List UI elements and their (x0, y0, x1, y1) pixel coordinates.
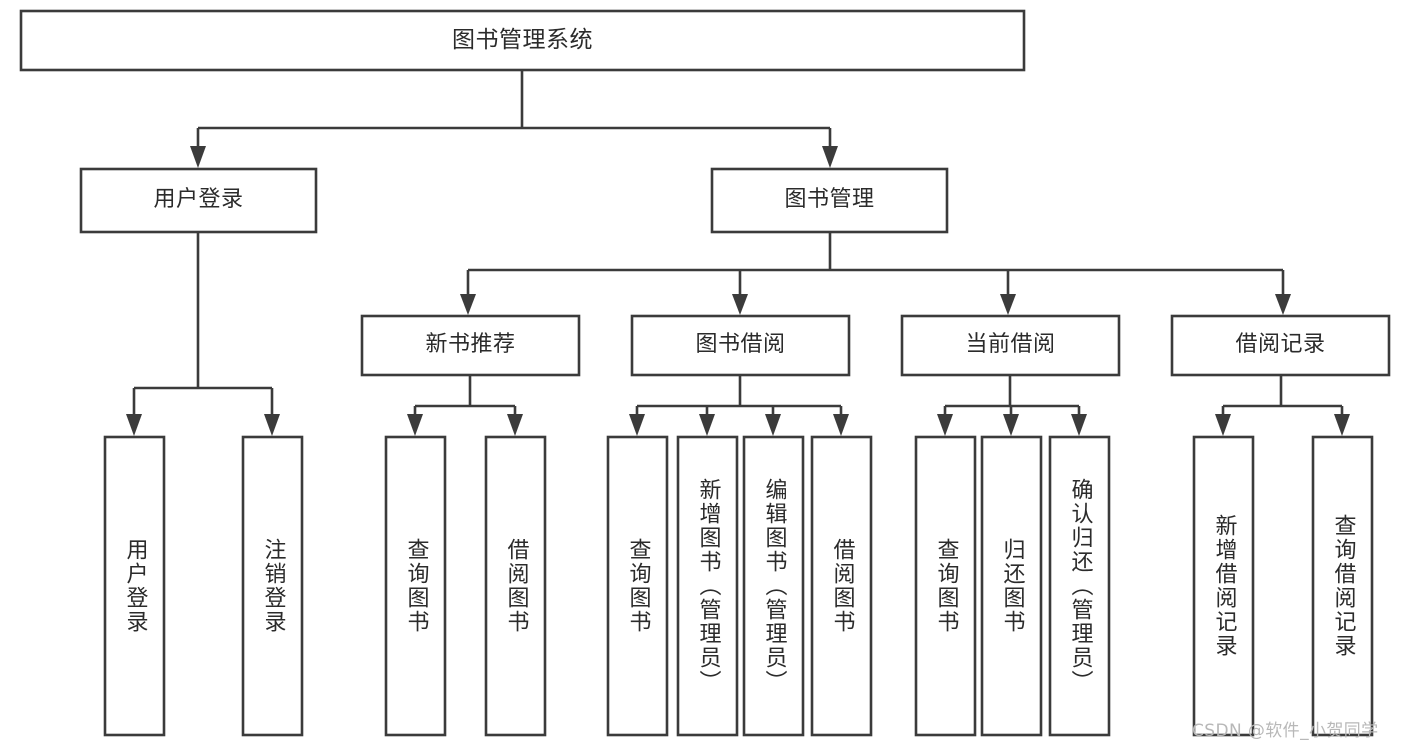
node-box-user-login[interactable] (79, 167, 318, 234)
arrow-book-borrow-leaf-2 (765, 414, 781, 436)
arrow-user-login-leaf-1 (264, 414, 280, 436)
arrow-new-book-leaf-1 (507, 414, 523, 436)
node-box-borrow-record[interactable] (1170, 314, 1391, 377)
leaf-box-new-book-1[interactable] (484, 435, 547, 737)
arrow-book-borrow-leaf-0 (629, 414, 645, 436)
arrow-bm-to-current-borrow (1000, 294, 1016, 315)
leaf-box-book-borrow-0[interactable] (606, 435, 669, 737)
leaf-box-current-borrow-2[interactable] (1048, 435, 1111, 737)
leaf-box-borrow-record-1[interactable] (1311, 435, 1374, 737)
node-box-book-management[interactable] (710, 167, 949, 234)
leaf-box-new-book-0[interactable] (384, 435, 447, 737)
arrow-bm-to-borrow-record (1275, 294, 1291, 315)
arrow-bm-to-book-borrow (732, 294, 748, 315)
leaf-box-user-login-0[interactable] (103, 435, 166, 737)
arrow-book-borrow-leaf-1 (699, 414, 715, 436)
arrow-root-to-book-management (822, 146, 838, 168)
leaf-box-book-borrow-3[interactable] (810, 435, 873, 737)
arrow-borrow-record-leaf-0 (1215, 414, 1231, 436)
arrow-root-to-user-login (190, 146, 206, 168)
leaf-box-user-login-1[interactable] (241, 435, 304, 737)
arrow-borrow-record-leaf-1 (1334, 414, 1350, 436)
leaf-box-current-borrow-0[interactable] (914, 435, 977, 737)
node-box-root[interactable] (19, 9, 1026, 72)
node-box-current-borrow[interactable] (900, 314, 1121, 377)
leaf-box-borrow-record-0[interactable] (1192, 435, 1255, 737)
arrow-book-borrow-leaf-3 (833, 414, 849, 436)
arrow-bm-to-new-book-recommend (460, 294, 476, 315)
arrow-current-borrow-leaf-1 (1003, 414, 1019, 436)
leaf-box-book-borrow-2[interactable] (742, 435, 805, 737)
leaf-box-current-borrow-1[interactable] (980, 435, 1043, 737)
node-box-book-borrow[interactable] (630, 314, 851, 377)
arrow-current-borrow-leaf-2 (1071, 414, 1087, 436)
arrow-current-borrow-leaf-0 (937, 414, 953, 436)
arrow-user-login-leaf-0 (126, 414, 142, 436)
arrow-new-book-leaf-0 (407, 414, 423, 436)
node-box-new-book-recommend[interactable] (360, 314, 581, 377)
leaf-box-book-borrow-1[interactable] (676, 435, 739, 737)
